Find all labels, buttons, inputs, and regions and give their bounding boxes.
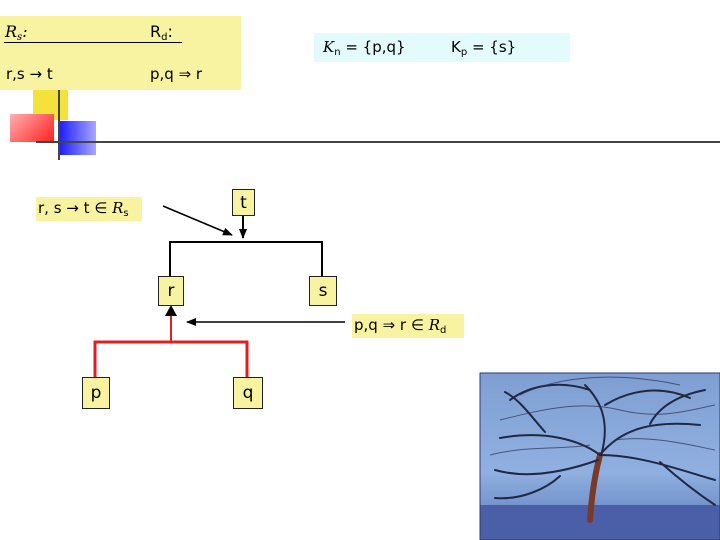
rules-box <box>0 16 241 90</box>
defeasible-annotation: p,q ⇒ r ∈ Rd <box>354 316 447 336</box>
strict-annotation-arrow <box>162 205 233 236</box>
edge-t-bracket <box>169 241 323 276</box>
strict-annotation: r, s → t ∈ Rs <box>38 199 129 219</box>
node-p: p <box>82 377 110 409</box>
defeasible-annotation-box <box>352 314 464 338</box>
kn-set: Kn = {p,q} <box>323 38 406 58</box>
node-s: s <box>309 276 337 306</box>
edge-r-arrowhead <box>165 305 177 316</box>
header-underline <box>4 42 182 43</box>
rs-rule: r,s → t <box>6 65 53 83</box>
rs-header: Rs: <box>5 22 28 43</box>
edge-r-bracket <box>93 340 249 377</box>
node-q: q <box>233 377 263 409</box>
strict-annotation-box <box>36 197 142 221</box>
kp-set: Kp = {s} <box>451 38 517 58</box>
rd-header: Rd: <box>150 22 173 43</box>
logo-horizontal-line <box>36 141 720 143</box>
logo-blue-square <box>58 121 96 155</box>
logo-vertical-line <box>58 90 60 160</box>
node-t: t <box>232 189 255 216</box>
knowledge-box <box>314 33 570 62</box>
logo-red-square <box>10 114 54 142</box>
rd-rule: p,q ⇒ r <box>150 65 203 83</box>
node-r: r <box>158 276 184 306</box>
